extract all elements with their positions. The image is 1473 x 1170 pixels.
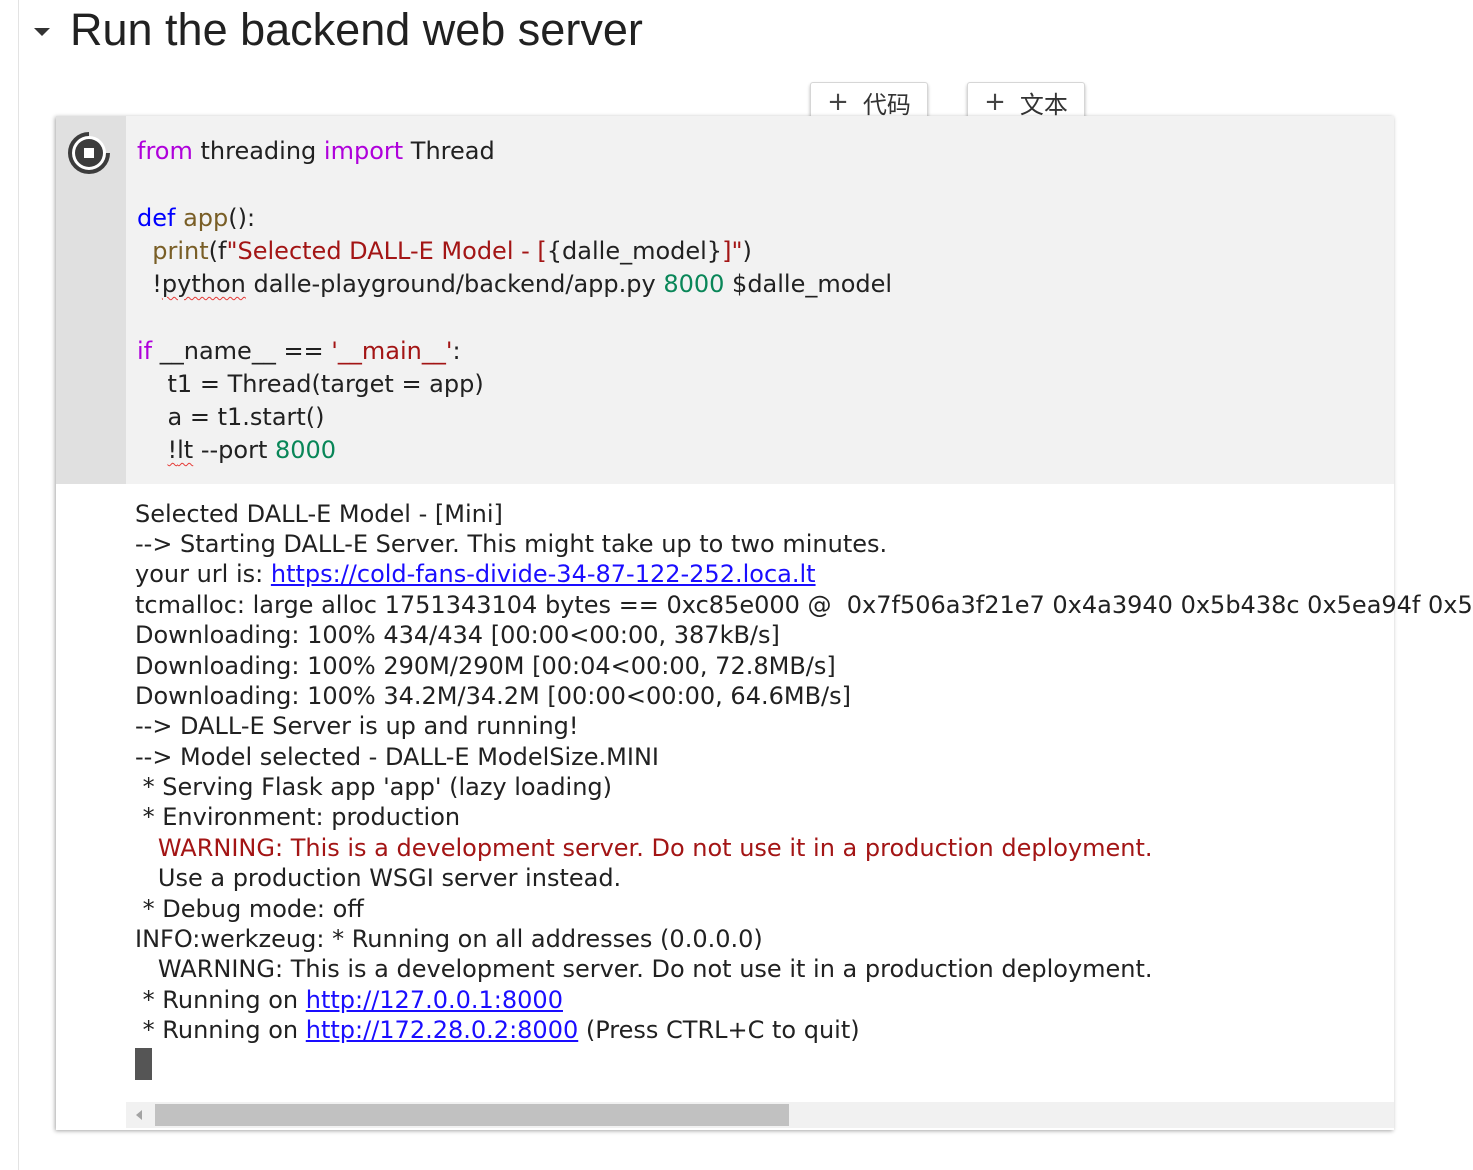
code-token: dalle-playground/backend/app.py xyxy=(245,270,664,298)
output-text: your url is: xyxy=(135,560,271,588)
code-line: def app(): xyxy=(137,203,255,233)
warning-line: WARNING: This is a development server. D… xyxy=(135,834,1153,862)
code-editor[interactable]: from threading import Thread def app(): … xyxy=(126,116,1394,484)
code-token xyxy=(175,204,183,232)
output-text: (Press CTRL+C to quit) xyxy=(578,1016,860,1044)
shell-command: python xyxy=(161,270,246,298)
code-token xyxy=(137,270,152,298)
code-line: print(f"Selected DALL-E Model - [{dalle_… xyxy=(137,236,752,266)
code-cell: from threading import Thread def app(): … xyxy=(56,116,1473,1130)
code-token: Thread xyxy=(403,137,495,165)
output-cursor xyxy=(135,1048,152,1080)
scroll-left-icon[interactable] xyxy=(136,1110,142,1120)
code-token: $dalle_model xyxy=(724,270,893,298)
horizontal-scrollbar[interactable] xyxy=(126,1102,1394,1128)
output-line: your url is: https://cold-fans-divide-34… xyxy=(135,559,816,589)
string-literal: ]" xyxy=(722,237,743,265)
code-token: __name__ == xyxy=(152,337,332,365)
keyword: import xyxy=(323,137,404,165)
section-header: Run the backend web server xyxy=(28,2,643,58)
code-line: a = t1.start() xyxy=(137,403,325,431)
scrollbar-thumb[interactable] xyxy=(155,1104,789,1126)
output-line: --> Model selected - DALL-E ModelSize.MI… xyxy=(135,743,659,771)
plus-icon: + xyxy=(984,87,1006,117)
code-token: ! xyxy=(152,270,162,298)
string-literal: '__main__' xyxy=(331,337,453,365)
output-line: * Serving Flask app 'app' (lazy loading) xyxy=(135,773,613,801)
code-line: from threading import Thread xyxy=(137,136,495,166)
notebook-left-rule xyxy=(18,0,19,1170)
code-token xyxy=(137,237,152,265)
code-token xyxy=(137,436,168,464)
output-line: * Environment: production xyxy=(135,803,461,831)
code-line: !python dalle-playground/backend/app.py … xyxy=(137,269,892,299)
keyword: if xyxy=(137,337,153,365)
function-name: print xyxy=(152,237,209,265)
output-line: Selected DALL-E Model - [Mini] xyxy=(135,500,503,528)
output-line: * Debug mode: off xyxy=(135,895,364,923)
string-literal: "Selected DALL-E Model - [ xyxy=(226,237,547,265)
add-code-button[interactable]: + 代码 xyxy=(810,82,928,122)
add-code-label: 代码 xyxy=(862,90,911,119)
code-token: ) xyxy=(742,237,752,265)
code-line: t1 = Thread(target = app) xyxy=(137,370,484,398)
output-line: * Running on http://127.0.0.1:8000 xyxy=(135,985,563,1015)
keyword: def xyxy=(137,204,176,232)
add-text-label: 文本 xyxy=(1019,90,1068,119)
code-line: !lt --port 8000 xyxy=(137,435,337,465)
shell-command: lt xyxy=(177,436,194,464)
cell-gutter xyxy=(56,116,126,484)
code-token: {dalle_model} xyxy=(546,237,723,265)
chevron-down-icon[interactable] xyxy=(34,28,50,36)
plus-icon: + xyxy=(827,87,849,117)
output-line: Downloading: 100% 290M/290M [00:04<00:00… xyxy=(135,652,836,680)
output-line: tcmalloc: large alloc 1751343104 bytes =… xyxy=(135,591,1473,619)
stop-spinner-icon[interactable] xyxy=(66,130,112,176)
output-line: WARNING: This is a development server. D… xyxy=(135,955,1153,983)
code-line: if __name__ == '__main__': xyxy=(137,336,461,366)
output-text: * Running on xyxy=(135,986,306,1014)
cell-output: Selected DALL-E Model - [Mini] --> Start… xyxy=(135,498,1473,1098)
output-line: * Running on http://172.28.0.2:8000 (Pre… xyxy=(135,1015,860,1045)
section-title: Run the backend web server xyxy=(70,4,643,55)
localhost-link[interactable]: http://127.0.0.1:8000 xyxy=(305,986,563,1014)
keyword: from xyxy=(137,137,193,165)
output-line: --> Starting DALL-E Server. This might t… xyxy=(135,530,888,558)
function-name: app xyxy=(183,204,229,232)
output-line: Downloading: 100% 34.2M/34.2M [00:00<00:… xyxy=(135,682,851,710)
code-token: (f xyxy=(208,237,227,265)
output-line: --> DALL-E Server is up and running! xyxy=(135,712,579,740)
output-text: * Running on xyxy=(135,1016,306,1044)
number-literal: 8000 xyxy=(663,270,725,298)
code-token: (): xyxy=(228,204,256,232)
output-line: Use a production WSGI server instead. xyxy=(135,864,622,892)
code-token: --port xyxy=(193,436,275,464)
number-literal: 8000 xyxy=(275,436,337,464)
code-token: ! xyxy=(167,436,178,464)
code-token: threading xyxy=(192,137,324,165)
code-token: : xyxy=(452,337,461,365)
output-line: Downloading: 100% 434/434 [00:00<00:00, … xyxy=(135,621,780,649)
public-url-link[interactable]: https://cold-fans-divide-34-87-122-252.l… xyxy=(270,560,816,588)
internal-ip-link[interactable]: http://172.28.0.2:8000 xyxy=(305,1016,579,1044)
output-line: INFO:werkzeug: * Running on all addresse… xyxy=(135,925,763,953)
